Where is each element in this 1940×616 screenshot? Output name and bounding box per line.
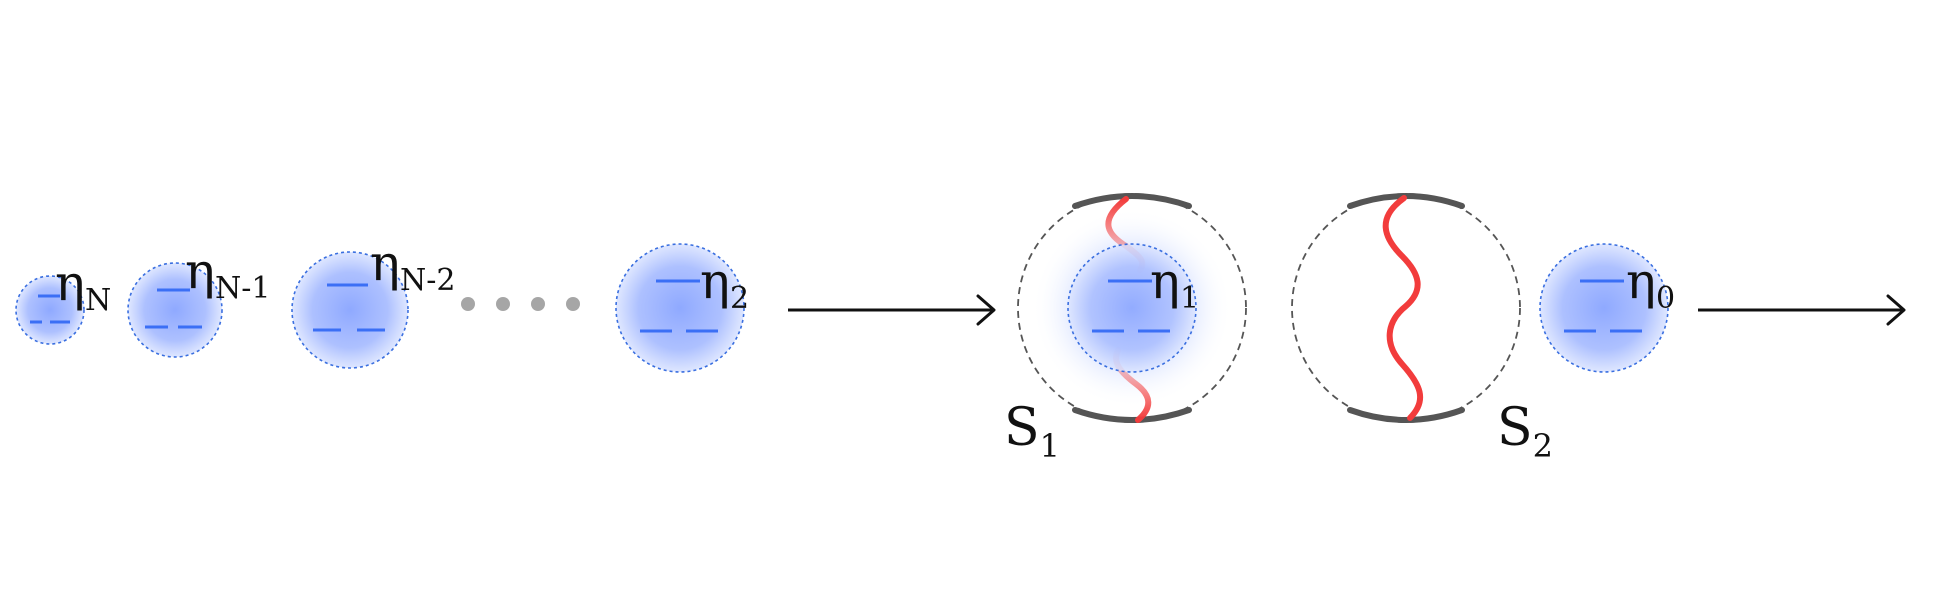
atom-sphere <box>615 243 745 373</box>
atom-label-eta-n-minus-2: ηN-2 <box>370 234 455 298</box>
bottom-mirror <box>1347 407 1465 423</box>
dot <box>461 297 475 311</box>
atom-eta-0: η0 <box>1539 243 1675 373</box>
cavity-label-s2: S2 <box>1497 398 1553 465</box>
cavity-s2: S2 <box>1291 193 1553 465</box>
atom-label-eta-2: η2 <box>700 252 749 316</box>
dot <box>496 297 510 311</box>
cavity-s1: η1 S1 <box>1004 193 1247 465</box>
arrowhead-icon <box>1886 294 1906 326</box>
dot <box>531 297 545 311</box>
atom-label-eta-n: ηN <box>55 254 111 318</box>
atom-sphere <box>15 275 85 345</box>
atom-label-eta-n-minus-1: ηN-1 <box>185 242 270 306</box>
arrow-into-s1 <box>788 294 996 326</box>
cavity-outline <box>1017 193 1247 423</box>
cavity-label-s1: S1 <box>1004 398 1060 465</box>
ellipsis-dots <box>461 297 580 311</box>
atom-label-eta-0: η0 <box>1626 252 1675 316</box>
atom-sphere <box>291 251 409 369</box>
top-mirror <box>1072 193 1192 209</box>
atom-sphere <box>1067 243 1197 373</box>
atom-eta-n: ηN <box>15 254 111 345</box>
bottom-mirror <box>1072 407 1192 423</box>
photon-mode <box>1382 195 1423 421</box>
arrowhead-icon <box>976 294 996 326</box>
atom-sphere <box>1539 243 1669 373</box>
arrow-output <box>1698 294 1906 326</box>
cavity-outline <box>1291 193 1521 423</box>
atom-eta-2: η2 <box>615 243 749 373</box>
atom-sphere <box>127 262 223 358</box>
dot <box>566 297 580 311</box>
atom-eta-n-minus-2: ηN-2 <box>291 234 455 369</box>
atom-eta-n-minus-1: ηN-1 <box>127 242 270 358</box>
atom-label-eta-1: η1 <box>1150 252 1199 316</box>
